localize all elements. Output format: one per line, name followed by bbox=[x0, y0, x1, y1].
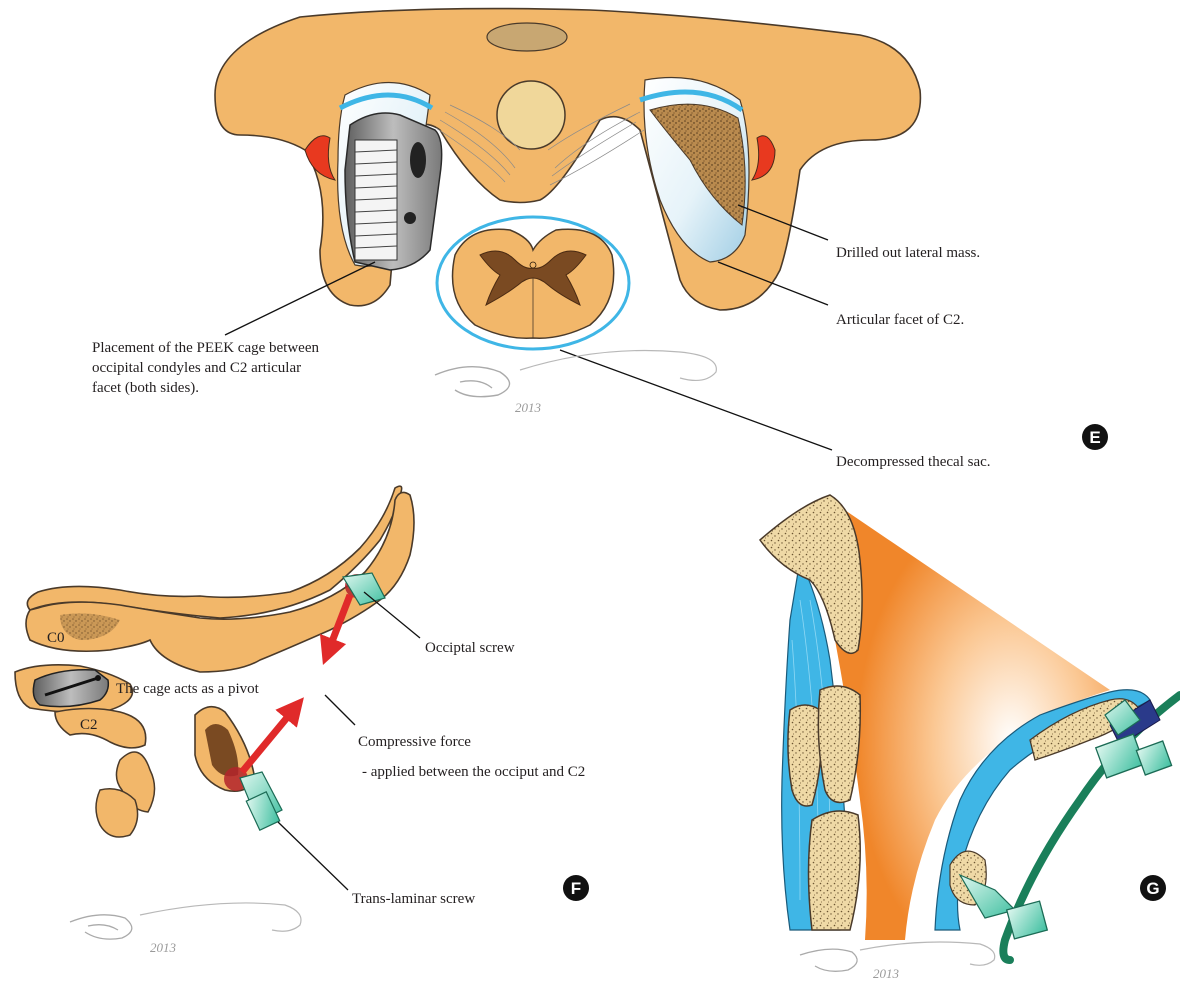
label-c0: C0 bbox=[47, 630, 65, 646]
label-compressive-force-2: - applied between the occiput and C2 bbox=[362, 764, 585, 780]
label-articular-facet: Articular facet of C2. bbox=[836, 312, 964, 328]
label-translaminar-screw: Trans-laminar screw bbox=[352, 891, 475, 907]
c3-section bbox=[809, 811, 861, 930]
compressive-arrow-up bbox=[242, 708, 295, 772]
c2-section bbox=[818, 686, 860, 802]
panel-e: Drilled out lateral mass. Articular face… bbox=[92, 9, 1108, 470]
label-placement-line1: Placement of the PEEK cage between bbox=[92, 340, 319, 356]
label-c2: C2 bbox=[80, 717, 98, 733]
label-placement-line3: facet (both sides). bbox=[92, 380, 199, 396]
cage-hole-top bbox=[410, 142, 426, 178]
c2-bone bbox=[55, 709, 146, 748]
panel-g: 2013 G bbox=[760, 495, 1180, 981]
panel-letter-g: G bbox=[1146, 879, 1159, 898]
artist-signature-e: 2013 bbox=[435, 350, 716, 415]
signature-year-f: 2013 bbox=[150, 940, 177, 955]
pivot-cage bbox=[33, 670, 108, 707]
label-compressive-force-1: Compressive force bbox=[358, 734, 471, 750]
label-cage-pivot: The cage acts as a pivot bbox=[116, 681, 260, 697]
label-thecal-sac: Decompressed thecal sac. bbox=[836, 454, 991, 470]
label-occipital-screw: Occiptal screw bbox=[425, 640, 515, 656]
artist-signature-f: 2013 bbox=[70, 903, 301, 955]
panel-f: C0 C2 O bbox=[15, 486, 589, 955]
cage-hole-bottom bbox=[404, 212, 416, 224]
label-drilled-lateral-mass: Drilled out lateral mass. bbox=[836, 245, 980, 261]
signature-year-g: 2013 bbox=[873, 966, 900, 981]
panel-letter-f: F bbox=[571, 879, 581, 898]
label-placement-line2: occipital condyles and C2 articular bbox=[92, 360, 301, 376]
artist-signature-g: 2013 bbox=[800, 942, 995, 981]
panel-letter-e: E bbox=[1089, 428, 1100, 447]
anterior-arch bbox=[487, 23, 567, 51]
peek-cage bbox=[345, 113, 442, 270]
central-canal bbox=[530, 262, 536, 268]
c4-bone bbox=[96, 789, 138, 837]
signature-year-e: 2013 bbox=[515, 400, 542, 415]
c1-section bbox=[788, 705, 821, 806]
dens bbox=[497, 81, 565, 149]
